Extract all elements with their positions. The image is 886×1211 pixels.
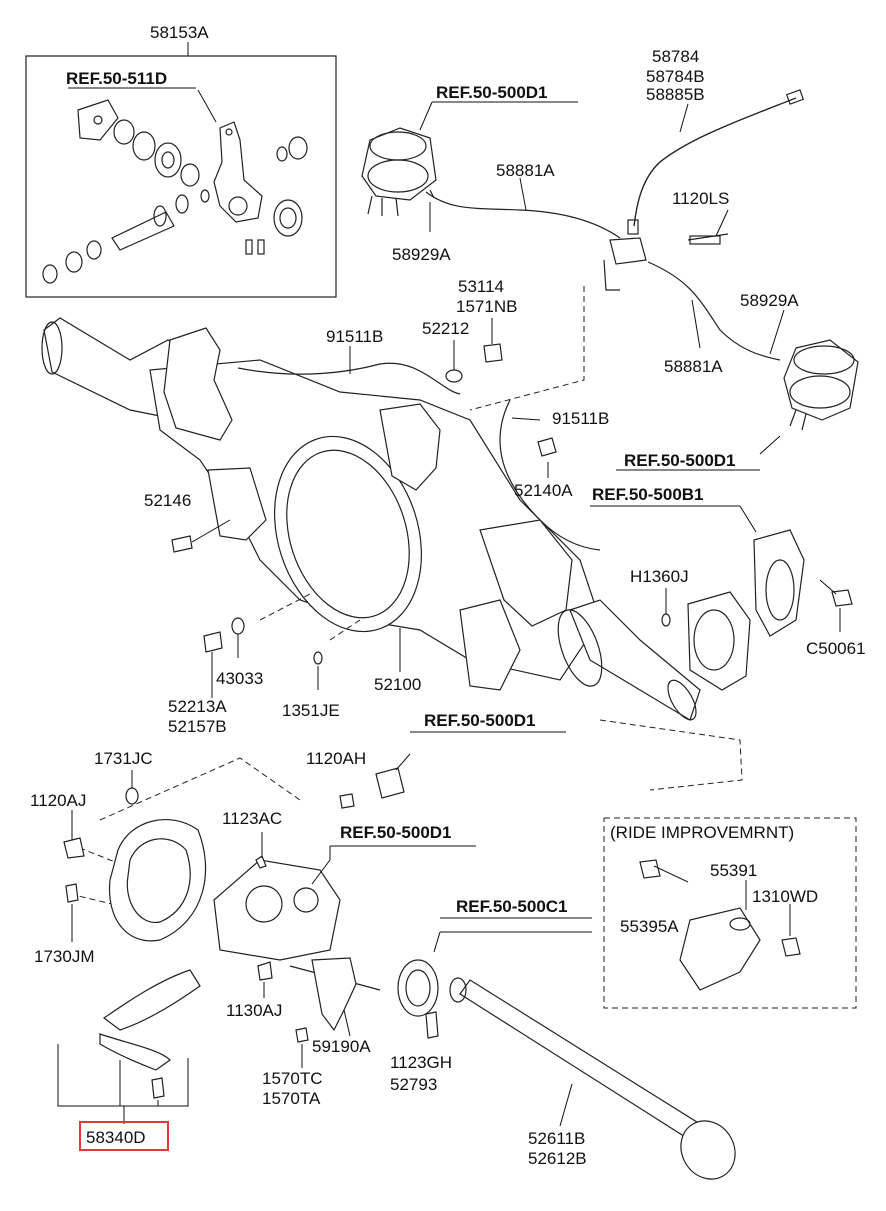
ref-50-500C1[interactable]: REF.50-500C1 [456, 897, 568, 916]
label-1731JC[interactable]: 1731JC [94, 749, 153, 768]
slack-adjuster-kit [25, 42, 337, 298]
label-52612B[interactable]: 52612B [528, 1149, 587, 1168]
label-58153A[interactable]: 58153A [150, 23, 209, 42]
label-H1360J[interactable]: H1360J [630, 567, 689, 586]
label-52157B[interactable]: 52157B [168, 717, 227, 736]
anchor-bracket [213, 832, 341, 998]
label-52611B[interactable]: 52611B [528, 1129, 585, 1148]
label-58929A-a[interactable]: 58929A [392, 245, 451, 264]
label-58784B[interactable]: 58784B [646, 67, 705, 86]
label-1571NB[interactable]: 1571NB [456, 297, 517, 316]
axle-shaft [397, 931, 736, 1180]
label-91511B-b[interactable]: 91511B [552, 409, 609, 428]
label-58929A-b[interactable]: 58929A [740, 291, 799, 310]
ref-underlines [68, 87, 760, 919]
label-43033[interactable]: 43033 [216, 669, 263, 688]
small-fittings [171, 318, 557, 698]
breather-hoses [237, 346, 601, 551]
label-1570TC[interactable]: 1570TC [262, 1069, 322, 1088]
label-1130AJ[interactable]: 1130AJ [226, 1001, 282, 1020]
adjuster-lever [289, 957, 381, 1068]
label-C50061[interactable]: C50061 [806, 639, 866, 658]
label-91511B-a[interactable]: 91511B [326, 327, 383, 346]
ref-50-500D1-b[interactable]: REF.50-500D1 [624, 451, 736, 470]
axle-housing [41, 286, 743, 791]
label-1123GH[interactable]: 1123GH [390, 1053, 452, 1072]
label-1351JE[interactable]: 1351JE [282, 701, 340, 720]
brake-hose-lower [647, 261, 785, 361]
label-1120LS[interactable]: 1120LS [672, 189, 729, 208]
ref-50-500D1-a[interactable]: REF.50-500D1 [436, 83, 548, 102]
bearing-cap-assembly [590, 505, 853, 691]
brake-backing-plate [63, 757, 301, 942]
tee-fitting [603, 209, 729, 291]
label-58340D[interactable]: 58340D [86, 1128, 146, 1147]
ref-50-500D1-c[interactable]: REF.50-500D1 [424, 711, 536, 730]
hold-down-block [339, 731, 566, 809]
part-highlight-box [79, 1121, 169, 1151]
label-53114[interactable]: 53114 [458, 277, 504, 296]
label-1120AJ[interactable]: 1120AJ [30, 791, 86, 810]
labels: 58153A REF.50-511D REF.50-500D1 58784 58… [30, 23, 866, 1168]
ride-improvement-group [603, 817, 857, 1009]
label-1120AH[interactable]: 1120AH [306, 749, 366, 768]
brake-shoes [57, 969, 201, 1124]
brake-hose-upper [425, 177, 621, 239]
label-52100[interactable]: 52100 [374, 675, 421, 694]
label-58784[interactable]: 58784 [652, 47, 699, 66]
label-55391[interactable]: 55391 [710, 861, 757, 880]
label-52140A[interactable]: 52140A [514, 481, 573, 500]
label-1123AC[interactable]: 1123AC [222, 809, 282, 828]
label-59190A[interactable]: 59190A [312, 1037, 371, 1056]
label-52146[interactable]: 52146 [144, 491, 191, 510]
ref-50-500D1-d[interactable]: REF.50-500D1 [340, 823, 452, 842]
label-52213A[interactable]: 52213A [168, 697, 227, 716]
brake-chamber-upper [361, 101, 437, 217]
brake-chamber-lower [759, 339, 859, 455]
label-ride-improvement[interactable]: (RIDE IMPROVEMRNT) [610, 823, 794, 842]
label-55395A[interactable]: 55395A [620, 917, 679, 936]
label-1730JM[interactable]: 1730JM [34, 947, 94, 966]
label-58881A-b[interactable]: 58881A [664, 357, 723, 376]
label-52793[interactable]: 52793 [390, 1075, 437, 1094]
label-1570TA[interactable]: 1570TA [262, 1089, 321, 1108]
label-58885B[interactable]: 58885B [646, 85, 705, 104]
brake-pipe-long [627, 89, 805, 235]
ref-50-511D[interactable]: REF.50-511D [66, 69, 167, 88]
label-1310WD[interactable]: 1310WD [752, 887, 818, 906]
label-58881A-a[interactable]: 58881A [496, 161, 555, 180]
label-52212[interactable]: 52212 [422, 319, 469, 338]
ref-50-500B1[interactable]: REF.50-500B1 [592, 485, 704, 504]
